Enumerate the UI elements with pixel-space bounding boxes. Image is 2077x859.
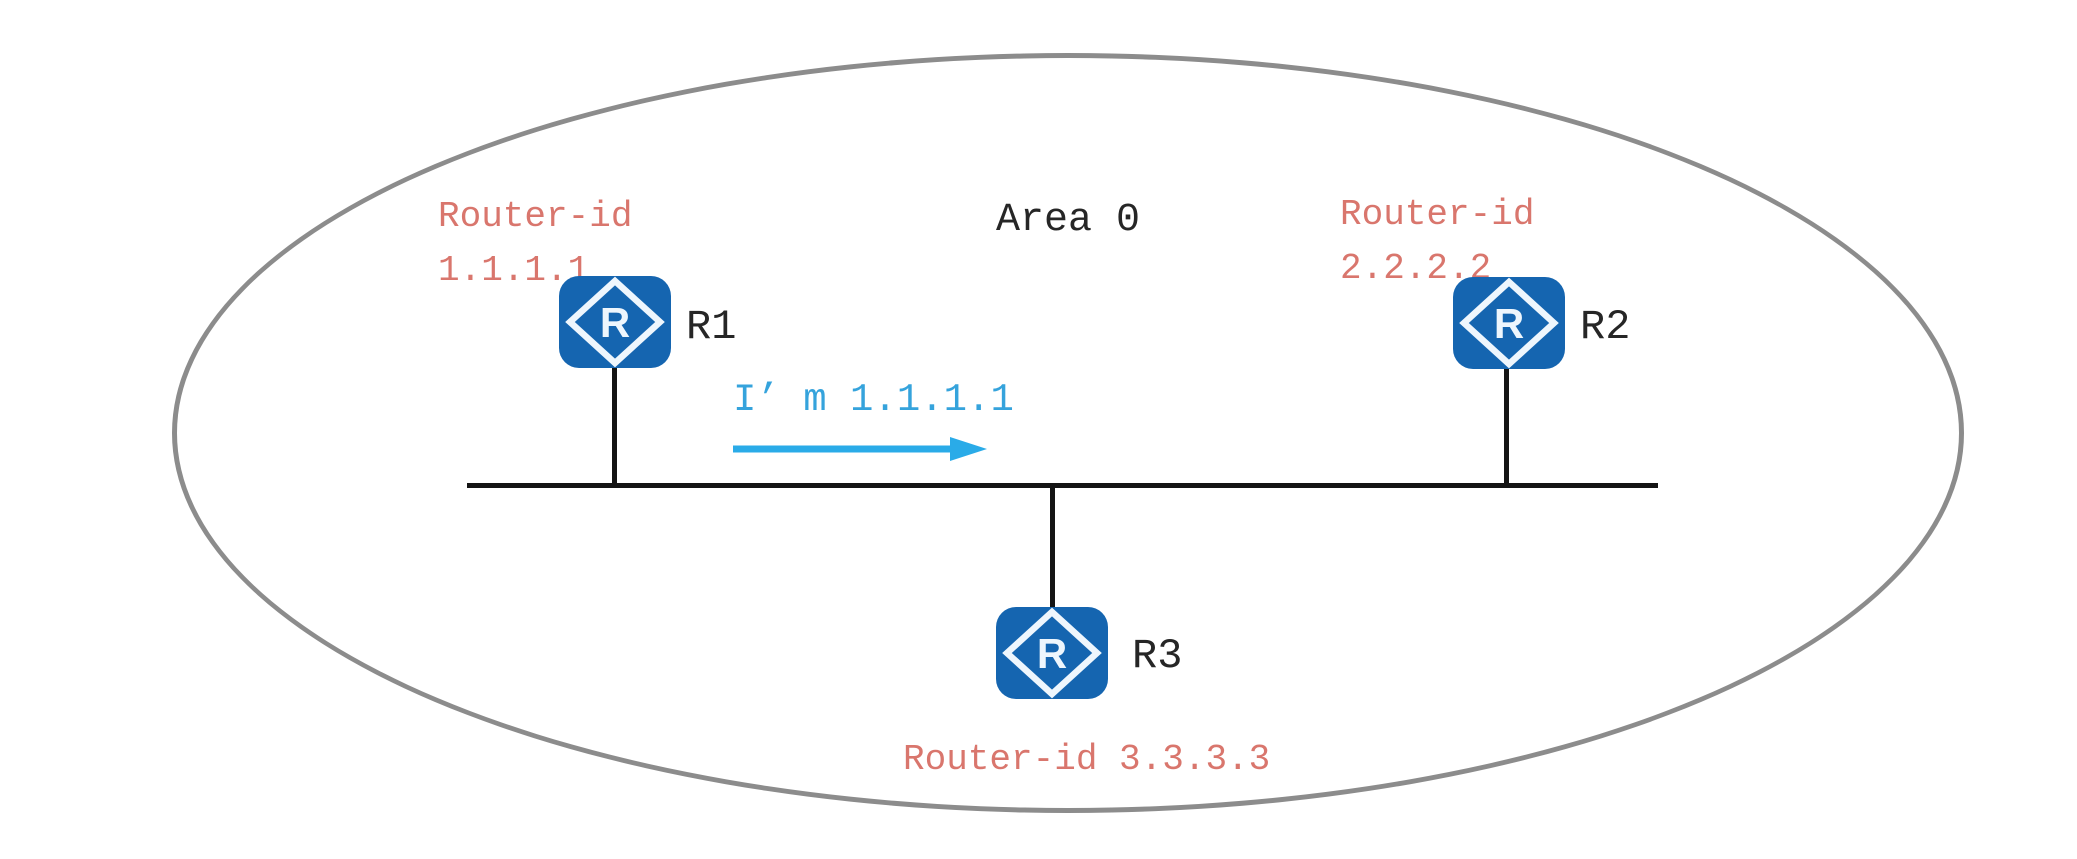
link-line-r3 [1050, 486, 1055, 608]
link-line-r2 [1504, 366, 1509, 485]
router-icon-letter-r2: R [1494, 300, 1524, 347]
area-title: Area 0 [996, 198, 1141, 243]
area-boundary-ellipse [172, 53, 1964, 813]
router-id-annotation-r3: Router-id 3.3.3.3 [903, 739, 1271, 780]
router-id-label-r1: Router-id [438, 196, 633, 237]
hello-message-text: I’ m 1.1.1.1 [733, 378, 1014, 422]
router-icon-r2: R [1453, 277, 1565, 369]
hello-direction-arrow-icon [733, 437, 987, 461]
router-icon-letter-r1: R [600, 299, 630, 346]
router-label-r1: R1 [686, 303, 737, 351]
router-id-annotation-r1: Router-id 1.1.1.1 [438, 190, 632, 298]
router-label-r2: R2 [1580, 303, 1631, 351]
router-icon-r1: R [559, 276, 671, 368]
link-line-r1 [612, 368, 617, 485]
ethernet-bus-line [467, 483, 1658, 488]
router-id-label-r2: Router-id [1340, 194, 1535, 235]
router-icon-r3: R [996, 607, 1108, 699]
router-icon-letter-r3: R [1037, 630, 1067, 677]
router-label-r3: R3 [1132, 632, 1183, 680]
